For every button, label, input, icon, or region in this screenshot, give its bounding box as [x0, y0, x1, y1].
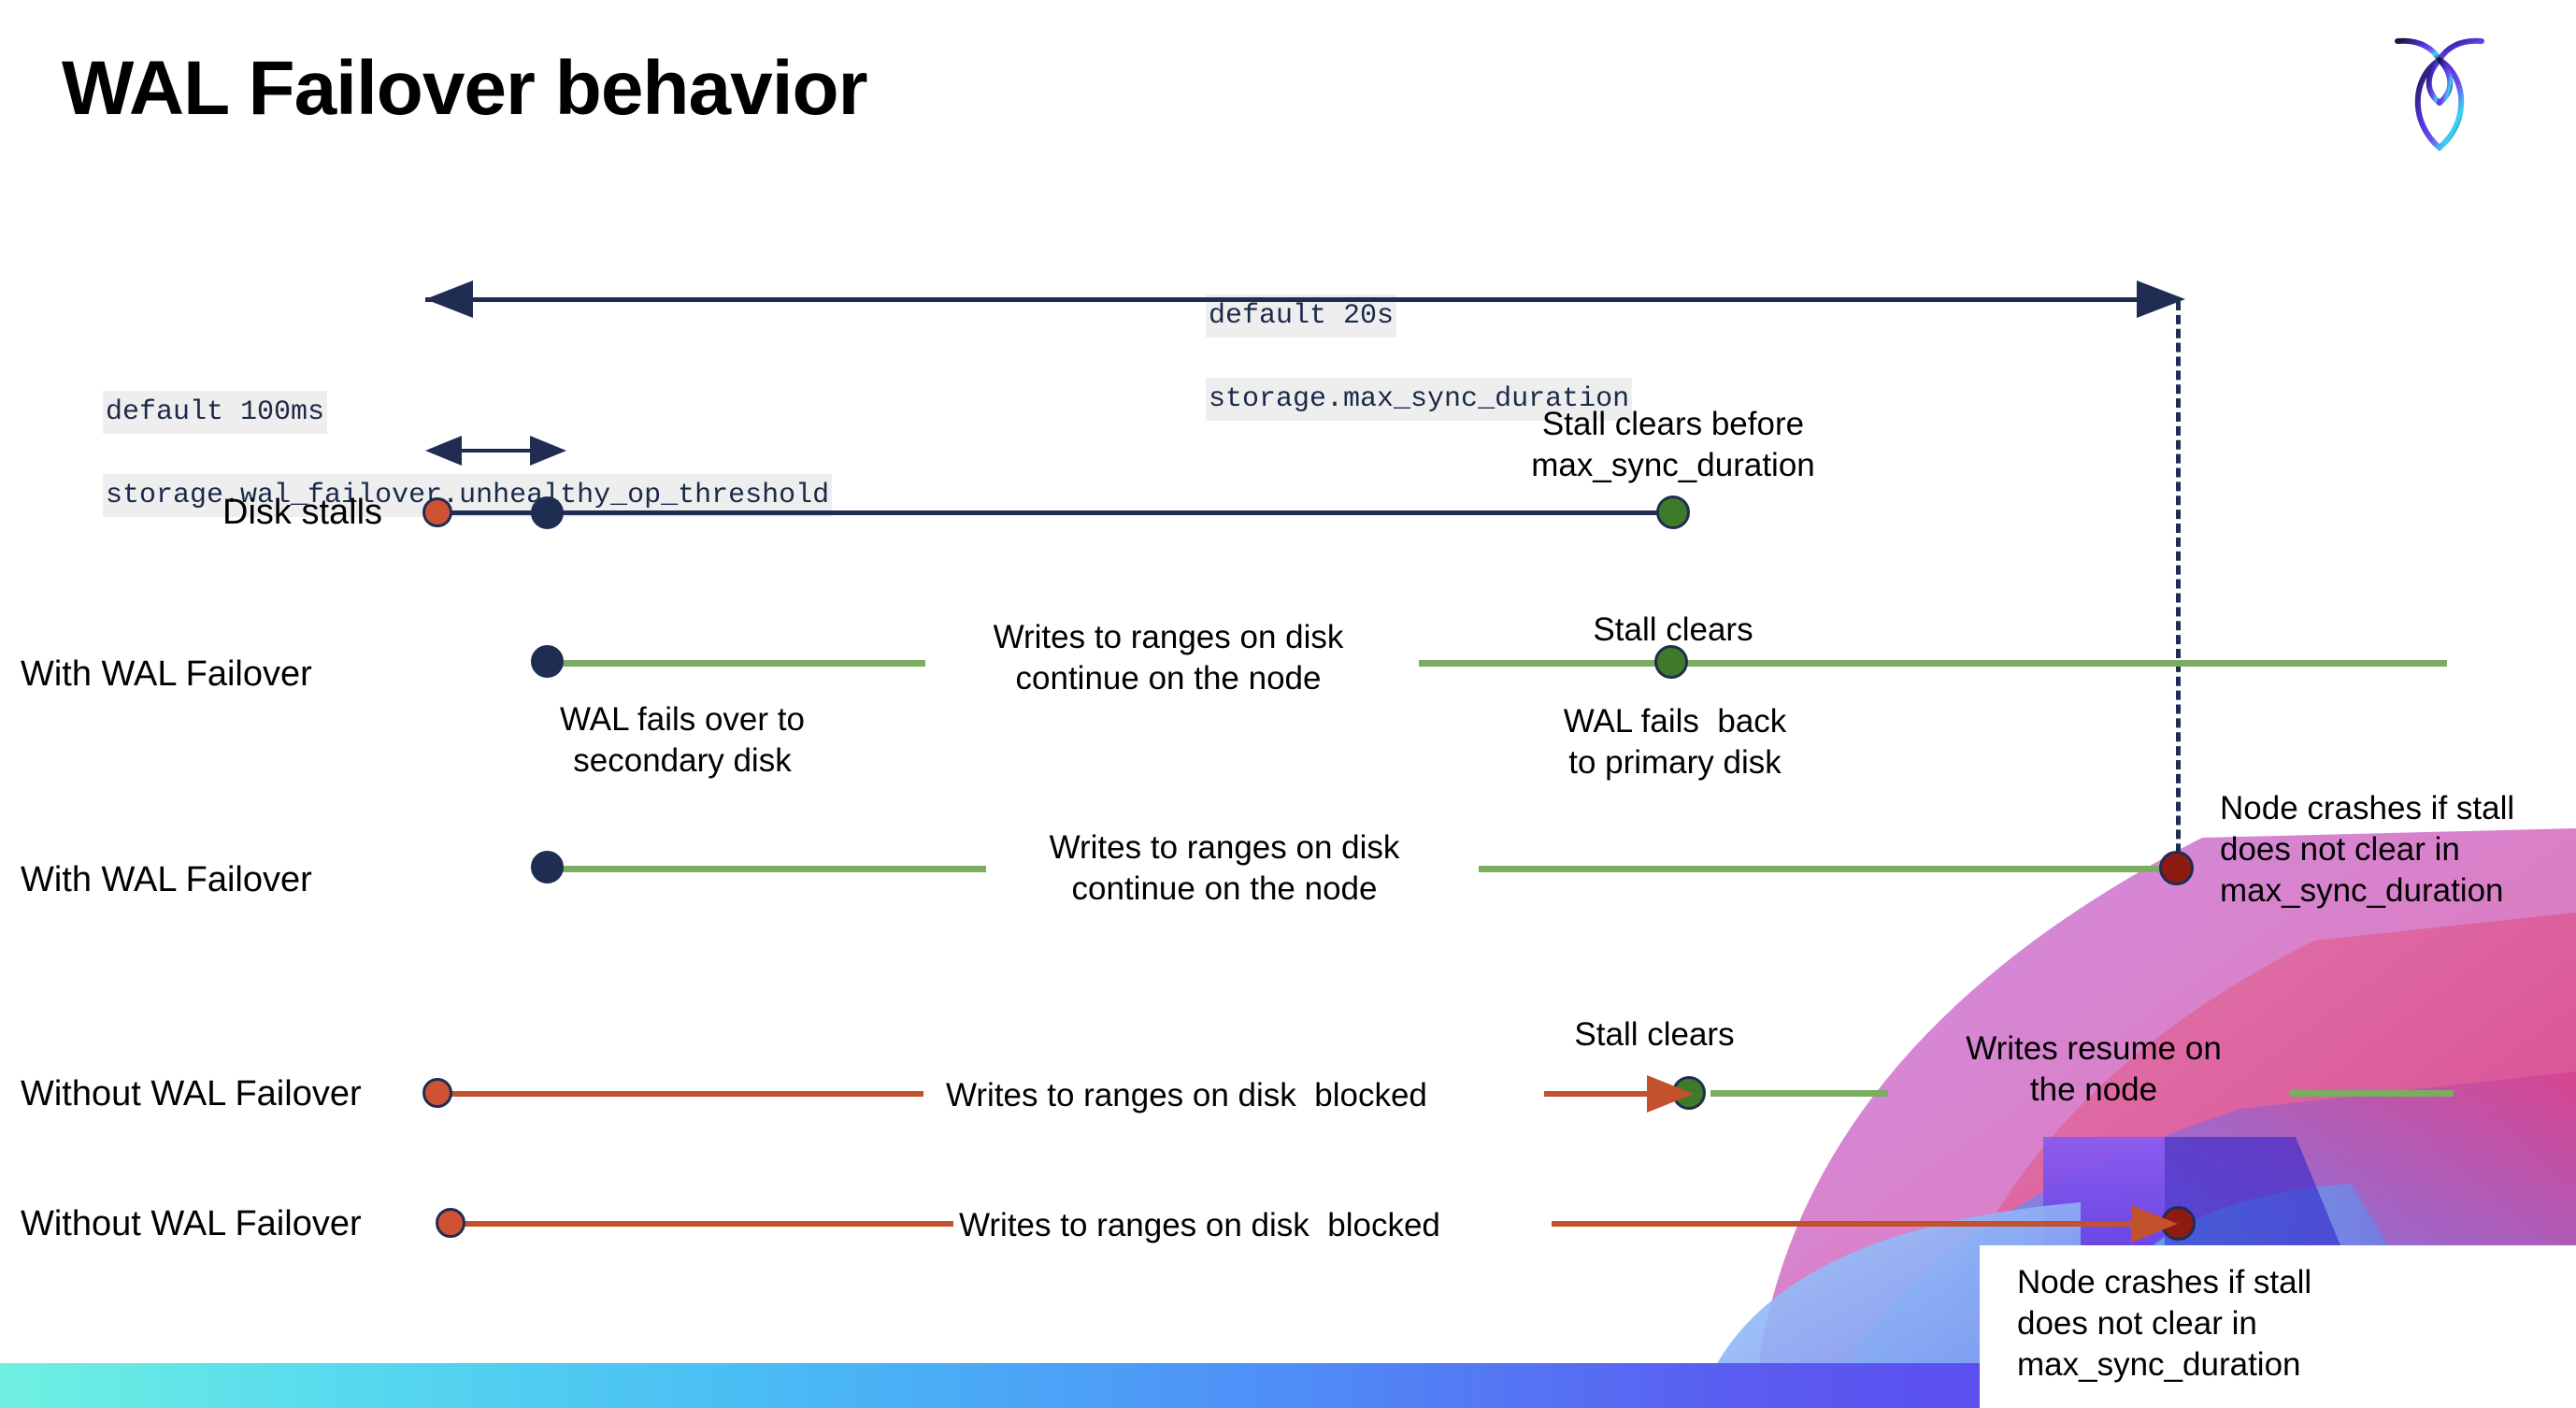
without-wal-1-segment-b [1544, 1091, 1680, 1097]
row-label-with-wal-failover-2: With WAL Failover [21, 860, 312, 899]
annotation-unhealthy-setting: storage.wal_failover.unhealthy_op_thresh… [103, 473, 833, 518]
without-wal-1-clear-dot [1672, 1076, 1706, 1110]
without-wal-1-segment-d [2290, 1090, 2454, 1097]
without-wal-1-segment-a [447, 1091, 923, 1097]
annotation-unhealthy-op-threshold: default 100ms storage.wal_failover.unhea… [36, 351, 833, 557]
annotation-unhealthy-default: default 100ms [103, 390, 328, 435]
without-wal-1-segment-c [1710, 1090, 1888, 1097]
max-sync-duration-span-line [425, 297, 2178, 302]
without-wal-1-start-dot [422, 1078, 452, 1108]
note-writes-continue-1: Writes to ranges on disk continue on the… [993, 619, 1344, 697]
note-stall-clears-before-max-sync: Stall clears before max_sync_duration [1531, 406, 1815, 484]
without-wal-2-segment-a [458, 1221, 953, 1227]
note-writes-blocked-1: Writes to ranges on disk blocked [946, 1077, 1427, 1113]
cockroachdb-logo-icon [2388, 26, 2491, 157]
row-label-disk-stalls: Disk stalls [222, 493, 383, 532]
disk-stalls-clear-dot [1656, 496, 1690, 529]
unhealthy-op-threshold-span-line [430, 449, 561, 453]
wal-failover-2-segment-b [1479, 866, 2170, 872]
note-stall-clears-2: Stall clears [1574, 1016, 1735, 1053]
wal-failover-1-segment-b [1419, 660, 2447, 667]
wal-failover-1-clear-dot [1654, 645, 1688, 679]
wal-failover-1-segment-a [551, 660, 925, 667]
note-wal-fails-back: WAL fails back to primary disk [1563, 703, 1787, 782]
disk-stalls-start-dot [422, 497, 452, 527]
without-wal-2-start-dot [436, 1208, 465, 1238]
wal-failover-1-start-dot [531, 645, 564, 678]
wal-failover-2-segment-a [551, 866, 986, 872]
note-wal-fails-over: WAL fails over to secondary disk [560, 701, 805, 780]
max-sync-duration-dashed-connector [2176, 301, 2181, 881]
without-wal-2-crash-dot [2161, 1206, 2196, 1241]
node-crashes-callout-panel [1980, 1245, 2576, 1408]
note-writes-blocked-2: Writes to ranges on disk blocked [959, 1207, 1440, 1243]
annotation-max-sync-setting: storage.max_sync_duration [1206, 377, 1633, 422]
note-stall-clears-1: Stall clears [1593, 611, 1753, 648]
note-writes-resume: Writes resume on the node [1966, 1030, 2222, 1109]
disk-stalls-threshold-dot [531, 496, 564, 529]
note-node-crashes-1: Node crashes if stall does not clear in … [2220, 790, 2515, 910]
disk-stalls-timeline [439, 510, 1673, 515]
wal-failover-2-start-dot [531, 851, 564, 884]
row-label-with-wal-failover-1: With WAL Failover [21, 654, 312, 694]
note-node-crashes-2: Node crashes if stall does not clear in … [2017, 1264, 2312, 1384]
note-writes-continue-2: Writes to ranges on disk continue on the… [1049, 829, 1400, 908]
logo-svg [2395, 37, 2484, 151]
row-label-without-wal-failover-2: Without WAL Failover [21, 1204, 362, 1243]
row-label-without-wal-failover-1: Without WAL Failover [21, 1074, 362, 1113]
page-title: WAL Failover behavior [62, 46, 868, 131]
bottom-gradient-bar [0, 1363, 1982, 1408]
wal-failover-2-crash-dot [2159, 851, 2194, 885]
without-wal-2-segment-b [1552, 1221, 2159, 1227]
